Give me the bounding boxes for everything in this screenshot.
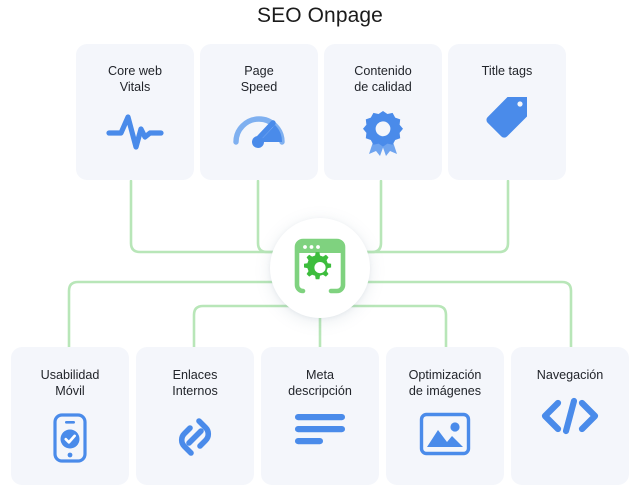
pulse-heartbeat-icon bbox=[106, 109, 164, 151]
card-label: Optimización de imágenes bbox=[408, 368, 482, 398]
image-picture-icon bbox=[419, 412, 471, 456]
card-contenido-de-calidad[interactable]: Contenido de calidad bbox=[324, 44, 442, 180]
chain-link-icon bbox=[170, 412, 220, 462]
code-brackets-icon bbox=[541, 396, 599, 436]
center-hub[interactable] bbox=[270, 218, 370, 318]
card-meta-descripcion[interactable]: Meta descripción bbox=[261, 347, 379, 485]
card-label: Contenido de calidad bbox=[354, 64, 412, 94]
card-optimizacion-de-imagenes[interactable]: Optimización de imágenes bbox=[386, 347, 504, 485]
card-label: Usabilidad Móvil bbox=[40, 368, 100, 398]
award-ribbon-icon bbox=[359, 109, 407, 157]
card-label: Meta descripción bbox=[288, 368, 352, 398]
card-navegacion[interactable]: Navegación bbox=[511, 347, 629, 485]
card-label: Enlaces Internos bbox=[172, 368, 218, 398]
page-title: SEO Onpage bbox=[257, 4, 383, 27]
card-usabilidad-movil[interactable]: Usabilidad Móvil bbox=[11, 347, 129, 485]
speedometer-gauge-icon bbox=[232, 109, 286, 151]
card-label: Title tags bbox=[481, 64, 533, 78]
card-label: Core web Vitals bbox=[108, 64, 162, 94]
card-core-web-vitals[interactable]: Core web Vitals bbox=[76, 44, 194, 180]
text-lines-icon bbox=[293, 412, 347, 446]
browser-window-gear-icon bbox=[289, 235, 351, 302]
card-label: Navegación bbox=[536, 368, 604, 382]
card-label: Page Speed bbox=[240, 64, 278, 94]
price-tag-icon bbox=[483, 93, 531, 141]
card-enlaces-internos[interactable]: Enlaces Internos bbox=[136, 347, 254, 485]
card-page-speed[interactable]: Page Speed bbox=[200, 44, 318, 180]
mobile-check-icon bbox=[51, 412, 89, 464]
card-title-tags[interactable]: Title tags bbox=[448, 44, 566, 180]
